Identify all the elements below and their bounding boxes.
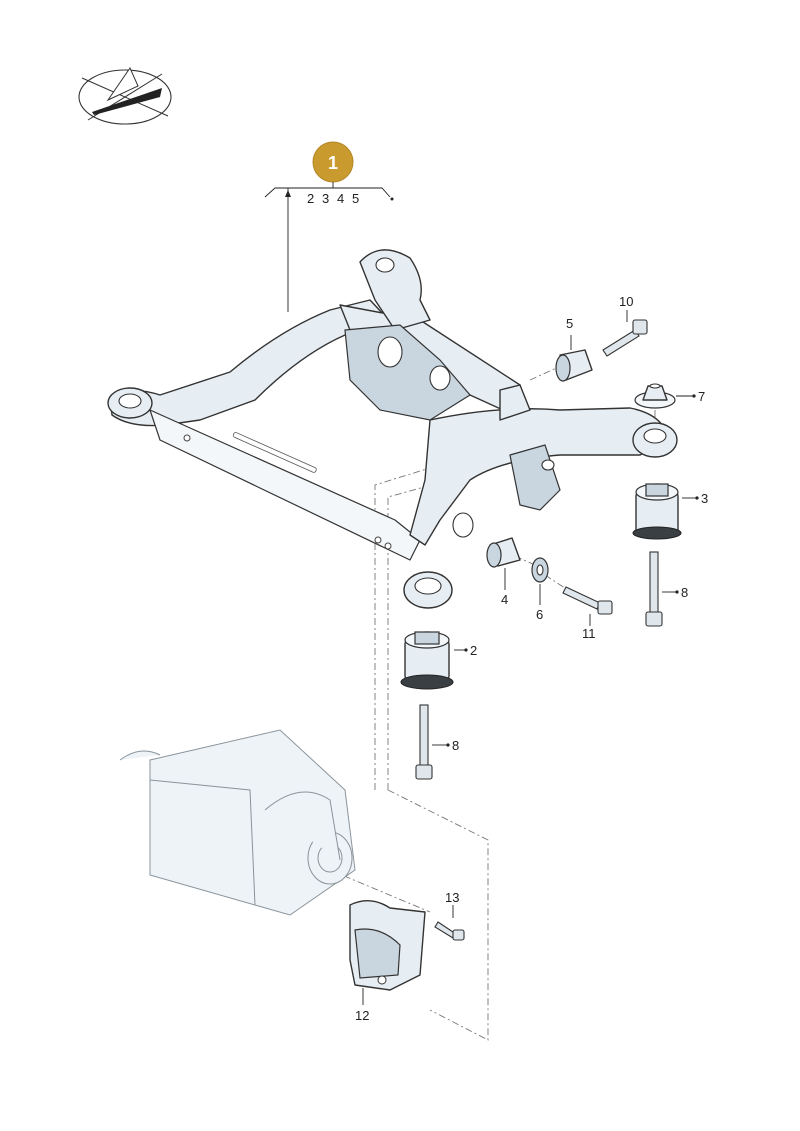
washer-part-7[interactable] (634, 383, 676, 409)
callout-leaders (362, 310, 699, 1005)
bushing-part-4[interactable] (486, 537, 521, 568)
callout-6[interactable]: 6 (536, 607, 543, 622)
bolt-part-8-right[interactable] (645, 551, 663, 627)
bolt-part-13[interactable] (434, 921, 465, 941)
callout-8-right[interactable]: 8 (681, 585, 688, 600)
differential-ghost (119, 729, 356, 916)
group-number-5: 5 (352, 191, 359, 206)
callout-10[interactable]: 10 (619, 294, 633, 309)
main-assembly-badge[interactable]: 1 (312, 141, 354, 183)
bolt-part-11[interactable] (562, 586, 613, 615)
mount-bushing-part-3[interactable] (632, 483, 682, 540)
callout-11[interactable]: 11 (582, 626, 596, 641)
group-number-4: 4 (337, 191, 344, 206)
callout-12[interactable]: 12 (355, 1008, 369, 1023)
bracket-part-12[interactable] (349, 900, 426, 991)
bolt-part-10[interactable] (602, 319, 648, 357)
washer-part-6[interactable] (531, 557, 549, 583)
badge-number: 1 (328, 153, 338, 173)
bolt-part-8-left[interactable] (415, 704, 433, 780)
callout-5[interactable]: 5 (566, 316, 573, 331)
assembly-bracket (264, 182, 394, 312)
rear-axle-subframe (107, 249, 678, 609)
bushing-part-5[interactable] (555, 349, 593, 382)
group-number-3: 3 (322, 191, 329, 206)
callout-4[interactable]: 4 (501, 592, 508, 607)
callout-2[interactable]: 2 (470, 643, 477, 658)
callout-13[interactable]: 13 (445, 890, 459, 905)
group-number-2: 2 (307, 191, 314, 206)
callout-3[interactable]: 3 (701, 491, 708, 506)
callout-labels: 2 3 4 5 6 7 8 8 10 11 12 13 (355, 294, 708, 1023)
callout-8-left[interactable]: 8 (452, 738, 459, 753)
mount-bushing-part-2[interactable] (400, 631, 454, 690)
callout-7[interactable]: 7 (698, 389, 705, 404)
assembly-numbers: 2 3 4 5 (307, 191, 359, 206)
compass-arrow-icon (78, 66, 172, 125)
